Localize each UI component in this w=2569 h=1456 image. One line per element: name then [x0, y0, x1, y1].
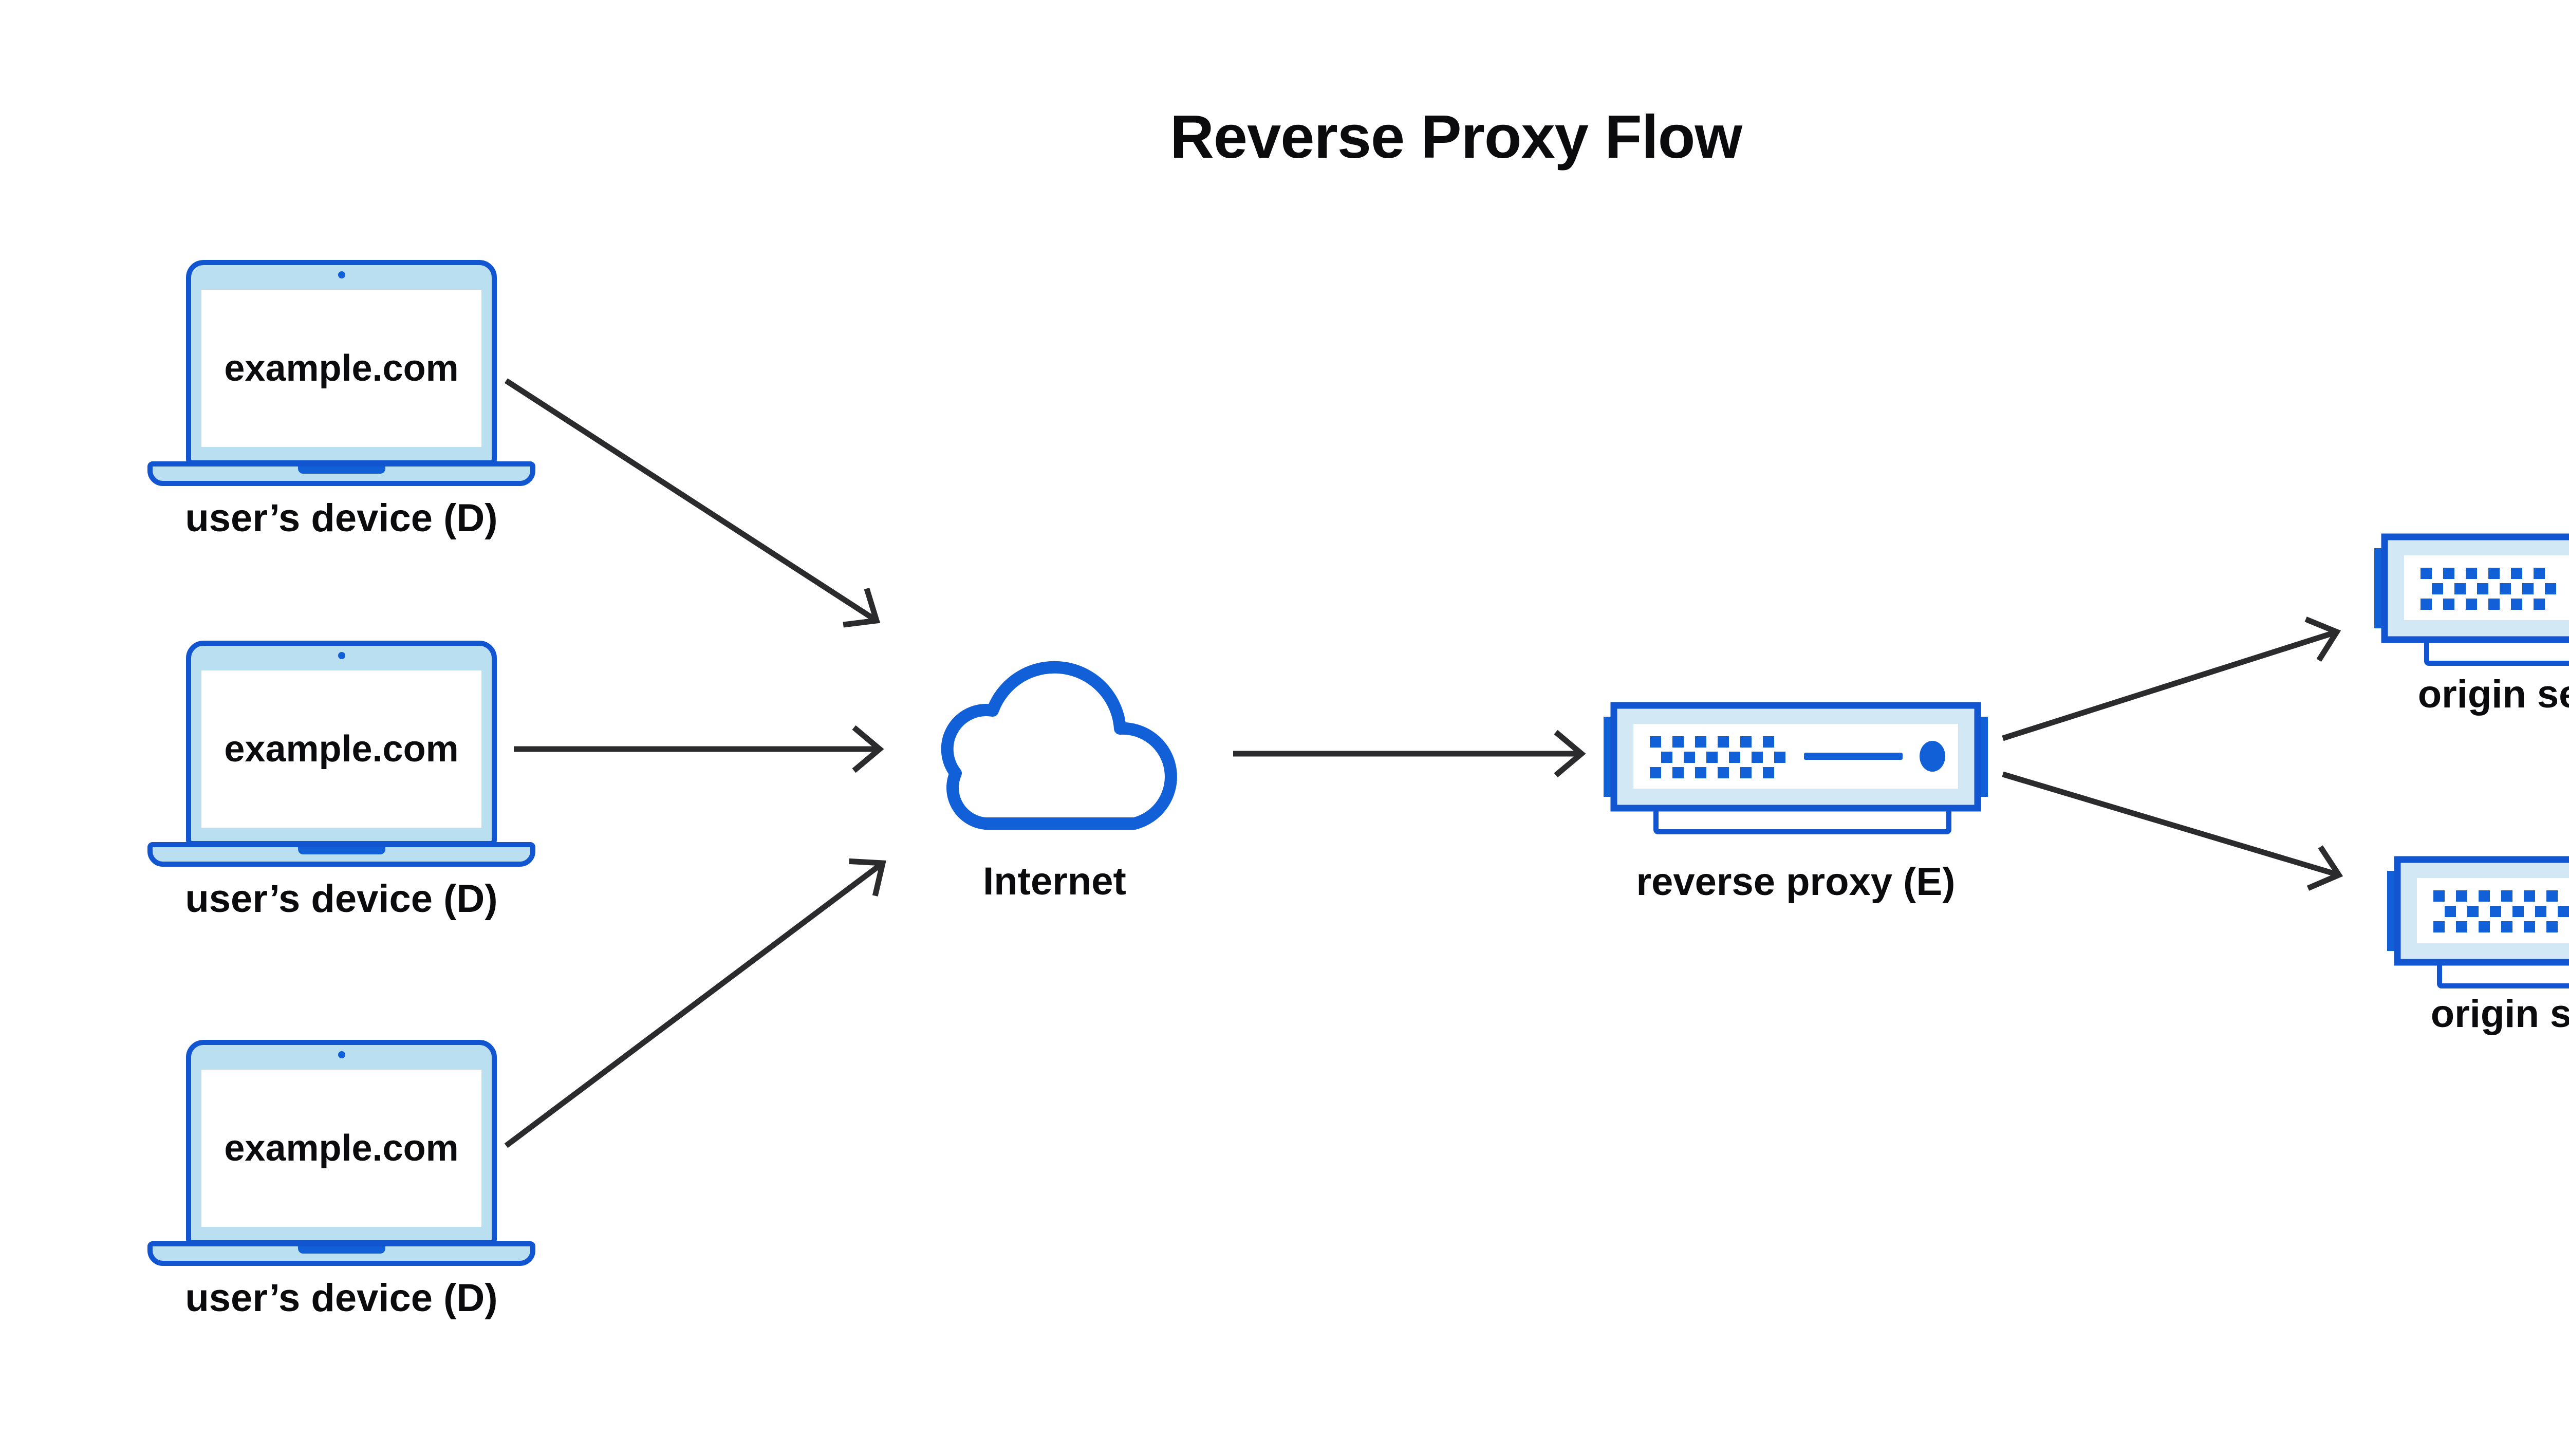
user-device-node-1: example.com user’s device (D) — [147, 260, 535, 548]
arrow-device1-to-internet — [505, 378, 881, 628]
laptop-screen: example.com — [186, 641, 497, 846]
reverse-proxy-label: reverse proxy (E) — [1636, 860, 1956, 904]
reverse-proxy-node: reverse proxy (E) — [1600, 699, 1991, 915]
laptop-display: example.com — [201, 670, 481, 828]
origin-server-node-2: origin server (F) — [2384, 853, 2569, 1069]
laptop-display: example.com — [201, 1070, 481, 1227]
user-device-node-3: example.com user’s device (D) — [147, 1040, 535, 1328]
laptop-screen: example.com — [186, 260, 497, 465]
origin-server-label: origin server (F) — [2417, 673, 2569, 716]
device-screen-text: example.com — [224, 729, 459, 770]
user-device-node-2: example.com user’s device (D) — [147, 641, 535, 928]
laptop-base-notch — [297, 466, 385, 474]
server-icon — [2384, 853, 2569, 1007]
arrow-proxy-to-origin2 — [2002, 771, 2343, 891]
internet-node: Internet — [904, 651, 1205, 939]
device-label: user’s device (D) — [185, 1276, 498, 1320]
laptop-base-notch — [297, 847, 385, 854]
device-screen-text: example.com — [224, 348, 459, 389]
laptop-screen: example.com — [186, 1040, 497, 1245]
diagram-title: Reverse Proxy Flow — [1169, 103, 1742, 171]
device-label: user’s device (D) — [185, 877, 498, 921]
origin-server-node-1: origin server (F) — [2371, 531, 2569, 746]
cloud-icon — [941, 661, 1177, 830]
server-icon — [2371, 531, 2569, 685]
laptop-base — [147, 1241, 535, 1266]
origin-server-label: origin server (F) — [2430, 992, 2569, 1036]
laptop-base-notch — [297, 1246, 385, 1254]
arrow-proxy-to-origin1 — [2002, 617, 2341, 741]
laptop-display: example.com — [201, 290, 481, 447]
laptop-base — [147, 842, 535, 867]
laptop-base — [147, 461, 535, 486]
laptop-camera-icon — [338, 1051, 345, 1058]
arrow-device3-to-internet — [504, 858, 886, 1148]
laptop-camera-icon — [338, 271, 345, 278]
device-screen-text: example.com — [224, 1128, 459, 1169]
server-icon — [1600, 699, 1991, 853]
internet-label: Internet — [983, 860, 1126, 903]
laptop-camera-icon — [338, 652, 345, 659]
device-label: user’s device (D) — [185, 496, 498, 540]
